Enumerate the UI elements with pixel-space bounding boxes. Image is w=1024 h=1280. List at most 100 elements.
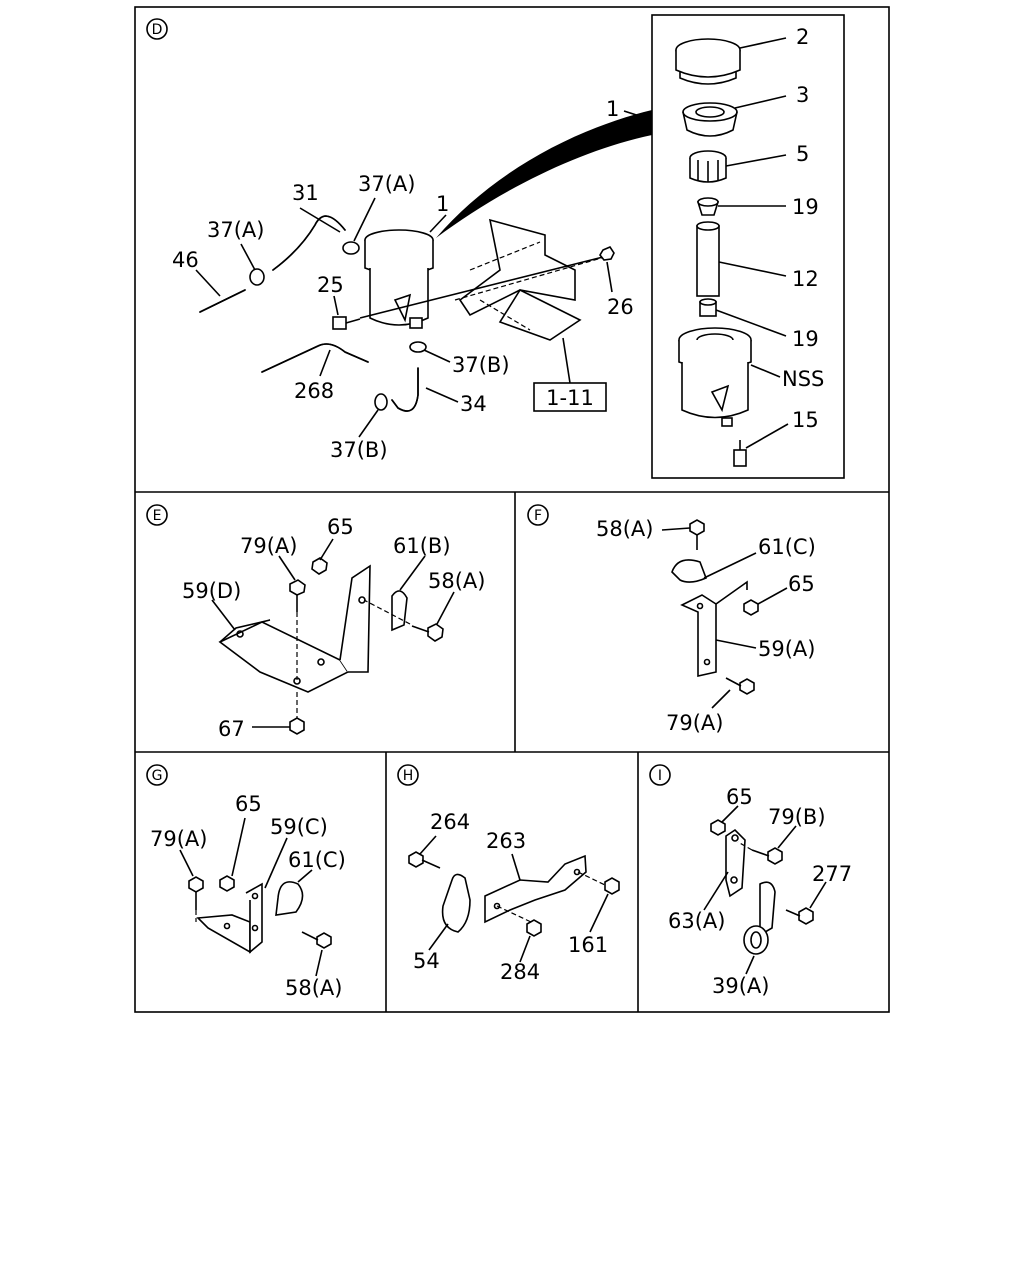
reservoir-tank	[364, 229, 434, 329]
leader-lines-h	[419, 835, 609, 963]
label-63a: 63(A)	[668, 909, 725, 933]
label-61c-g: 61(C)	[288, 848, 346, 872]
label-65-e: 65	[327, 515, 354, 539]
inset-callout-wedge	[436, 110, 652, 238]
svg-text:D: D	[152, 22, 163, 38]
bracket-59a	[680, 580, 748, 677]
label-59d: 59(D)	[182, 579, 241, 603]
section-i: I 65 79(B) 277	[649, 764, 852, 998]
nut-65-e	[311, 557, 328, 575]
bolt-58a-e	[363, 599, 444, 642]
label-19-bottom: 19	[792, 327, 819, 351]
inset-grommet-19-bottom	[699, 298, 717, 317]
bolt-25	[332, 255, 608, 330]
clip-54	[441, 873, 471, 933]
label-59c: 59(C)	[270, 815, 328, 839]
inset-box	[651, 14, 845, 479]
svg-text:E: E	[153, 508, 162, 524]
section-badge-i: I	[649, 764, 671, 786]
bolt-58a-g	[301, 931, 332, 949]
label-5: 5	[796, 142, 809, 166]
label-37a-left: 37(A)	[207, 218, 264, 242]
label-161: 161	[568, 933, 608, 957]
section-badge-h: H	[397, 764, 419, 786]
inset-cap-15	[733, 440, 747, 467]
inset-seal-3	[682, 102, 738, 137]
label-19-top: 19	[792, 195, 819, 219]
svg-text:F: F	[534, 508, 542, 524]
section-badge-d: D	[146, 18, 168, 40]
nut-65-f	[743, 599, 759, 616]
clamp-37a-left	[249, 268, 265, 286]
label-1-main: 1	[436, 192, 449, 216]
section-badge-g: G	[146, 764, 168, 786]
svg-text:I: I	[658, 768, 662, 784]
label-65-f: 65	[788, 572, 815, 596]
label-61b: 61(B)	[393, 534, 451, 558]
section-d: D	[146, 14, 845, 479]
clamp-37b-bottom	[374, 393, 388, 411]
clip-61c-f	[671, 559, 708, 583]
section-badge-e: E	[146, 504, 168, 526]
clip-61b	[391, 590, 408, 632]
bracket-63a	[725, 828, 746, 898]
label-79a-e: 79(A)	[240, 534, 297, 558]
label-79a-g: 79(A)	[150, 827, 207, 851]
label-46: 46	[172, 248, 199, 272]
label-nss: NSS	[782, 367, 824, 391]
label-263: 263	[486, 829, 526, 853]
clip-61c-g	[275, 881, 304, 916]
label-2: 2	[796, 25, 809, 49]
label-15: 15	[792, 408, 819, 432]
label-54: 54	[413, 949, 440, 973]
leader-lines-f	[661, 527, 788, 709]
nut-65-g	[219, 875, 235, 892]
inset-tube-12	[696, 221, 720, 297]
label-37a-top: 37(A)	[358, 172, 415, 196]
svg-text:H: H	[403, 768, 414, 784]
leader-lines-e	[211, 538, 455, 728]
nut-284	[526, 919, 542, 937]
nut-161	[604, 877, 620, 895]
label-37b-bottom: 37(B)	[330, 438, 388, 462]
section-f: F 58(A) 61(C) 65 59(A) 79(A)	[527, 504, 816, 735]
inset-cap-2	[675, 38, 741, 85]
bolt-79a-f	[725, 677, 755, 695]
label-26: 26	[607, 295, 634, 319]
leader-lines-i	[703, 805, 827, 975]
label-37b-right: 37(B)	[452, 353, 510, 377]
clamp-37a-top	[342, 241, 360, 255]
label-58a-e: 58(A)	[428, 569, 485, 593]
section-badge-f: F	[527, 504, 549, 526]
reference-box-label: 1-11	[546, 386, 594, 410]
bolt-264	[408, 851, 441, 869]
label-12: 12	[792, 267, 819, 291]
label-31: 31	[292, 181, 319, 205]
label-61c-f: 61(C)	[758, 535, 816, 559]
bracket-59d	[218, 564, 371, 693]
inset-reservoir-nss	[678, 327, 752, 427]
label-79a-f: 79(A)	[666, 711, 723, 735]
label-264: 264	[430, 810, 470, 834]
bolt-58a-f	[689, 519, 705, 550]
panel-frame	[134, 6, 890, 1013]
label-39a: 39(A)	[712, 974, 769, 998]
leader-lines-inset	[623, 37, 789, 449]
leader-lines-g	[179, 817, 323, 977]
inset-grommet-19-top	[696, 197, 720, 216]
clamp-37b-right	[409, 341, 427, 353]
label-3: 3	[796, 83, 809, 107]
label-34: 34	[460, 392, 487, 416]
nut-67	[289, 717, 305, 735]
label-79b: 79(B)	[768, 805, 826, 829]
bracket-59c	[196, 882, 263, 954]
label-58a-f: 58(A)	[596, 517, 653, 541]
leader-lines-d	[195, 197, 613, 438]
label-58a-g: 58(A)	[285, 976, 342, 1000]
label-25: 25	[317, 273, 344, 297]
section-e: E	[146, 504, 485, 741]
section-g: G 65 79(A) 59(C) 61(C)	[146, 764, 346, 1000]
bolt-79a-e	[289, 579, 306, 680]
bolt-79a-g	[188, 876, 204, 922]
clip-39a	[743, 881, 776, 955]
